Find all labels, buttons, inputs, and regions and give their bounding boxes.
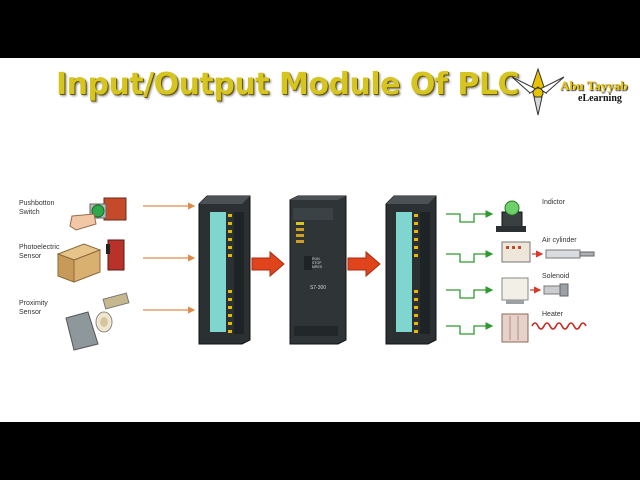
air-cylinder-icon [501, 241, 595, 263]
cpu-mode-mres: MRES [312, 265, 323, 269]
photoelectric-sensor-icon [56, 239, 125, 283]
output-label-solenoid: Solenoid [542, 273, 570, 280]
flow-arrow-to-output [347, 250, 381, 278]
page-title: Input/Output Module Of PLC [56, 67, 519, 102]
winged-emblem-icon [511, 67, 565, 116]
logo-subtext: eLearning [578, 93, 622, 104]
proximity-sensor-icon [65, 292, 130, 351]
output-module [385, 195, 437, 345]
heater-coil-icon [501, 313, 587, 343]
cpu-mode-stop: STOP [312, 261, 322, 265]
flow-arrow-to-cpu [251, 250, 285, 278]
pushbutton-switch-icon [69, 197, 127, 231]
indicator-lamp-icon [496, 200, 526, 232]
solenoid-icon [501, 277, 569, 304]
logo-text: Abu Tayyab [560, 78, 628, 93]
cpu-mode-run: RUN [312, 257, 320, 261]
cpu-module [289, 195, 347, 345]
input-module [198, 195, 251, 345]
output-label-air-cylinder: Air cylinder [542, 237, 577, 244]
cpu-model: S7-300 [310, 285, 326, 291]
output-label-indicator: Indictor [542, 199, 565, 206]
output-label-heater: Heater [542, 311, 564, 318]
